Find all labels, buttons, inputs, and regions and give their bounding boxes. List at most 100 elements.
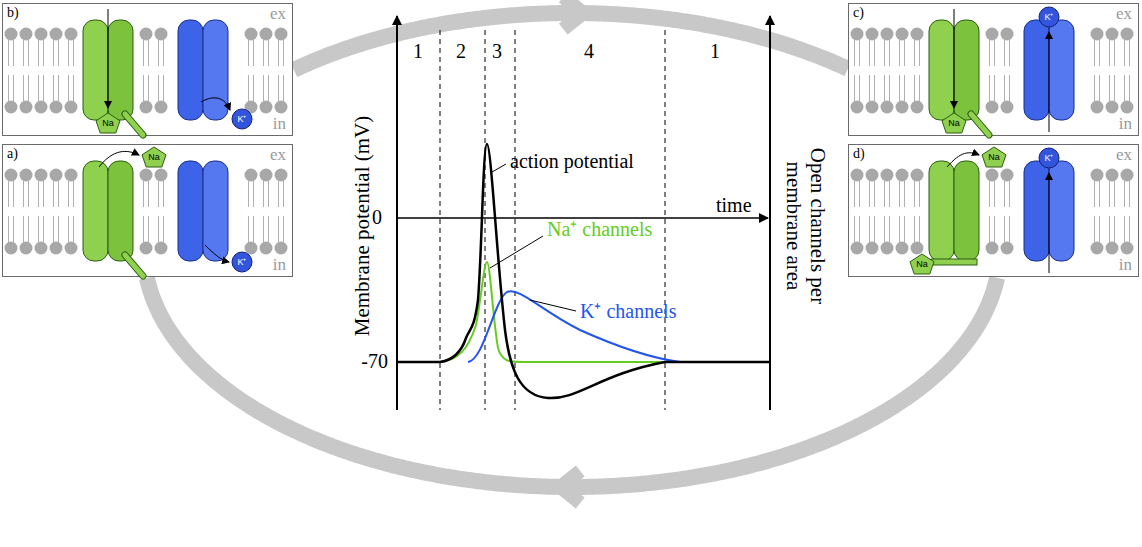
right-axis (769, 16, 771, 410)
ion-flow-arrow (205, 245, 229, 262)
cycle-arrow (294, 0, 848, 70)
lipid-tail (1129, 216, 1130, 242)
lipid-tail (1109, 75, 1110, 101)
channel-half (1049, 161, 1074, 261)
lipid-tail (163, 40, 164, 66)
lipid-head (260, 242, 273, 255)
sodium-ion: Na (981, 146, 1007, 168)
lipid-tail (28, 216, 29, 242)
lipid-tail (914, 216, 915, 242)
lipid-head (35, 169, 48, 182)
sodium-channel (83, 161, 143, 276)
lipid-tail (253, 75, 254, 101)
lipid-head (1091, 169, 1104, 182)
ion-symbol: Na (148, 153, 160, 162)
lipid-head (65, 242, 78, 255)
chart-label: K⁺ channels (580, 300, 676, 323)
lipid-tail (58, 216, 59, 242)
sodium-ion: Na (941, 112, 967, 134)
lipid-tail (994, 75, 995, 101)
lipid-tail (68, 75, 69, 101)
lipid-tail (874, 216, 875, 242)
lipid-tail (869, 216, 870, 242)
side-label: in (273, 115, 286, 134)
channel-half (1049, 20, 1074, 120)
lipid-tail (1099, 181, 1100, 207)
lipid-tail (1009, 75, 1010, 101)
ion-symbol: Na (988, 153, 1000, 162)
lipid-head (896, 101, 909, 114)
lipid-tail (143, 181, 144, 207)
lipid-head (1121, 101, 1134, 114)
sodium-channel (929, 20, 989, 135)
lipid-tail (1009, 216, 1010, 242)
lipid-head (140, 101, 153, 114)
lipid-tail (854, 216, 855, 242)
lipid-tail (854, 75, 855, 101)
channel-half (83, 161, 108, 261)
lipid-tail (283, 181, 284, 207)
lipid-head (35, 101, 48, 114)
ion-symbol: Na (916, 260, 928, 269)
lipid-head (65, 101, 78, 114)
ion-symbol: K⁺ (1044, 13, 1053, 22)
potassium-ion: K⁺ (1038, 147, 1060, 169)
potassium-channel (178, 161, 228, 261)
ion-symbol: K⁺ (1044, 154, 1053, 163)
leader-line (490, 236, 543, 268)
lipid-head (866, 28, 879, 41)
lipid-bilayer (851, 28, 1134, 114)
lipid-head (896, 169, 909, 182)
cycle-chevron (563, 0, 583, 29)
lipid-head (1121, 169, 1134, 182)
potassium-ion: K⁺ (231, 251, 253, 273)
lipid-head (155, 169, 168, 182)
channel-half (178, 20, 203, 120)
lipid-tail (994, 40, 995, 66)
lipid-tail (899, 181, 900, 207)
lipid-tail (268, 40, 269, 66)
channel-half (954, 161, 979, 261)
inactivation-plug (931, 259, 977, 265)
lipid-tail (148, 40, 149, 66)
channel-half (108, 20, 133, 120)
lipid-tail (869, 181, 870, 207)
lipid-tail (53, 216, 54, 242)
pentagon (942, 113, 966, 133)
lipid-tail (1004, 40, 1005, 66)
lipid-bilayer (5, 28, 288, 114)
panel-letter: c) (853, 5, 864, 20)
lipid-tail (248, 40, 249, 66)
lipid-tail (58, 75, 59, 101)
ion-symbol: K⁺ (237, 115, 246, 124)
ion-symbol: Na (948, 119, 960, 128)
lipid-head (986, 242, 999, 255)
channel-half (178, 161, 203, 261)
channel-half (929, 161, 954, 261)
lipid-tail (23, 181, 24, 207)
lipid-head (35, 242, 48, 255)
panel-letter: b) (7, 5, 19, 20)
axis-title: Open channels per membrane area (782, 126, 830, 326)
lipid-tail (38, 181, 39, 207)
lipid-tail (43, 216, 44, 242)
lipid-tail (53, 181, 54, 207)
lipid-tail (253, 40, 254, 66)
lipid-tail (268, 216, 269, 242)
ion-symbol: K⁺ (237, 258, 246, 267)
lipid-tail (914, 181, 915, 207)
lipid-head (155, 101, 168, 114)
circle (232, 109, 252, 129)
panel-letter: a) (7, 146, 18, 161)
lipid-head (155, 28, 168, 41)
lipid-tail (904, 40, 905, 66)
lipid-tail (148, 216, 149, 242)
cycle-chevron (560, 471, 580, 503)
na-channel-curve (440, 262, 770, 362)
chart-label: 3 (492, 40, 502, 63)
lipid-head (881, 28, 894, 41)
lipid-tail (268, 181, 269, 207)
chart-label: 1 (710, 40, 720, 63)
lipid-tail (854, 181, 855, 207)
lipid-tail (1094, 216, 1095, 242)
